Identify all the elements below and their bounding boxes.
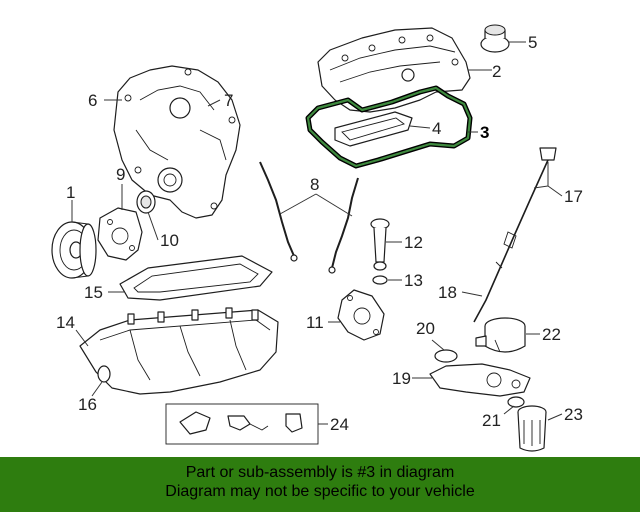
callout-7: 7 — [224, 91, 233, 110]
callout-1: 1 — [66, 183, 75, 202]
callout-6: 6 — [88, 91, 97, 110]
oil-filter-part[interactable] — [517, 405, 547, 452]
parts-diagram: 6 7 5 2 4 3 8 1 9 10 17 12 13 15 18 11 1… — [51, 24, 583, 452]
callout-20: 20 — [416, 319, 435, 338]
callout-14: 14 — [56, 313, 75, 332]
banner-line-2: Diagram may not be specific to your vehi… — [165, 483, 475, 500]
callout-3: 3 — [480, 123, 489, 142]
oil-pan-part[interactable] — [79, 307, 279, 395]
callout-19: 19 — [392, 369, 411, 388]
front-seal-part[interactable] — [136, 190, 156, 214]
callout-5: 5 — [528, 33, 537, 52]
callout-15: 15 — [84, 283, 103, 302]
tube-seal-part[interactable] — [334, 111, 413, 147]
oil-pan-gasket-part[interactable] — [119, 255, 273, 301]
callout-4: 4 — [432, 119, 441, 138]
drain-plug-part[interactable] — [97, 365, 111, 383]
valve-cover-gasket-part[interactable] — [305, 85, 473, 169]
crank-pulley-part[interactable] — [51, 221, 97, 279]
callout-18: 18 — [438, 283, 457, 302]
timing-cover-part[interactable] — [113, 65, 241, 219]
leader-lines — [71, 41, 563, 425]
adapter-gasket-part[interactable] — [434, 349, 458, 363]
callout-21: 21 — [482, 411, 501, 430]
pickup-tube-part[interactable] — [370, 218, 390, 271]
callout-24: 24 — [330, 415, 349, 434]
callout-12: 12 — [404, 233, 423, 252]
callout-17: 17 — [564, 187, 583, 206]
oil-pump-part[interactable] — [337, 289, 385, 341]
chain-guides-part[interactable] — [259, 161, 359, 274]
callout-16: 16 — [78, 395, 97, 414]
callout-23: 23 — [564, 405, 583, 424]
oil-filler-cap-part[interactable] — [480, 24, 510, 53]
oil-cooler-part[interactable] — [475, 317, 526, 353]
callout-22: 22 — [542, 325, 561, 344]
callout-10: 10 — [160, 231, 179, 250]
callout-9: 9 — [116, 165, 125, 184]
info-banner: Part or sub-assembly is #3 in diagram Di… — [0, 457, 640, 512]
dipstick-part[interactable] — [473, 147, 557, 323]
callout-2: 2 — [492, 62, 501, 81]
callout-8: 8 — [310, 175, 319, 194]
callout-11: 11 — [306, 313, 324, 332]
adapter-seal-part[interactable] — [507, 396, 525, 408]
callout-13: 13 — [404, 271, 423, 290]
pickup-seal-part[interactable] — [372, 275, 388, 285]
bracket-part[interactable] — [97, 207, 143, 261]
banner-line-1: Part or sub-assembly is #3 in diagram — [185, 464, 455, 481]
filter-adapter-part[interactable] — [429, 363, 531, 397]
sensors-box-part[interactable] — [165, 403, 319, 445]
